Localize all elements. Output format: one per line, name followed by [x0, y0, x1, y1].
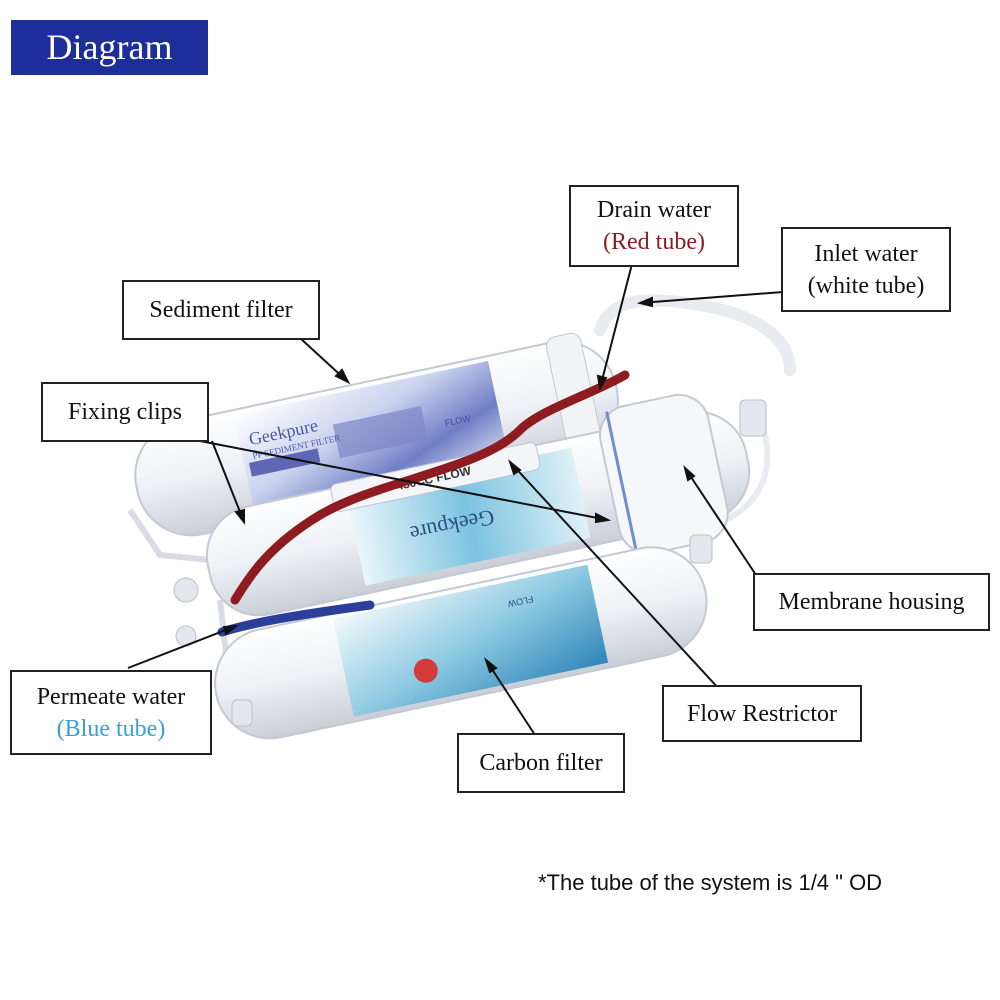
drain-water-label: Drain water (Red tube) — [569, 185, 739, 267]
carbon-filter-cartridge: FLOW — [214, 546, 708, 740]
drain-color-text: (Red tube) — [603, 229, 705, 255]
fixing-clips-label: Fixing clips — [41, 382, 209, 442]
drain-water-text: Drain water — [597, 197, 711, 223]
flow-restrictor-label: Flow Restrictor — [662, 685, 862, 742]
permeate-color-text: (Blue tube) — [56, 715, 166, 742]
flow-restrictor-text: Flow Restrictor — [687, 700, 837, 727]
inlet-water-text: Inlet water — [814, 240, 918, 267]
carbon-filter-label: Carbon filter — [457, 733, 625, 793]
drain-tube — [230, 370, 630, 605]
leader-lines — [127, 263, 784, 736]
inlet-color-text: (white tube) — [807, 272, 925, 299]
membrane-housing-label: Membrane housing — [753, 573, 990, 631]
permeate-water-text: Permeate water — [36, 683, 186, 710]
inlet-water-label: Inlet water (white tube) — [781, 227, 951, 312]
footnote: *The tube of the system is 1/4 " OD — [538, 870, 883, 895]
fittings — [173, 399, 767, 727]
permeate-tube — [217, 600, 375, 637]
diagram-banner: Diagram — [11, 20, 208, 75]
membrane-housing-text: Membrane housing — [778, 589, 965, 615]
carbon-filter-text: Carbon filter — [479, 750, 603, 776]
sediment-filter-label: Sediment filter — [122, 280, 320, 340]
fixing-clips-text: Fixing clips — [67, 399, 182, 425]
permeate-water-label: Permeate water (Blue tube) — [10, 670, 212, 755]
sediment-filter-text: Sediment filter — [149, 297, 293, 323]
inlet-tube — [594, 294, 796, 376]
